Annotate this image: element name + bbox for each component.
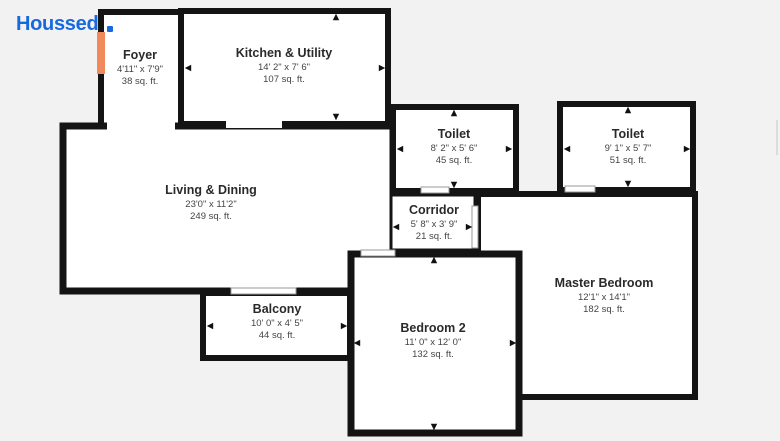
room-area: 51 sq. ft. [609,155,647,166]
room-label-toilet-1: Toilet 8' 2" x 5' 6" 45 sq. ft. [431,127,478,167]
dimension-arrow-icon [430,256,438,264]
room-label-toilet-2: Toilet 9' 1" x 5' 7" 51 sq. ft. [605,127,652,167]
toilet-2-door [564,185,596,193]
room-toilet-2 [557,101,696,193]
dimension-arrow-icon [332,13,340,21]
dimension-arrow-icon [332,113,340,121]
edge-marker [776,120,778,155]
dimension-arrow-icon [505,145,513,153]
dimension-arrow-icon [465,223,473,231]
dimension-arrow-icon [624,180,632,188]
dimension-arrow-icon [184,64,192,72]
entrance-door [97,32,105,74]
room-name: Master Bedroom [554,276,654,290]
master-bedroom-door [471,205,479,249]
room-label-foyer: Foyer 4'11" x 7'9" 38 sq. ft. [117,48,163,88]
room-label-bedroom-2: Bedroom 2 11' 0" x 12' 0" 132 sq. ft. [400,321,465,361]
room-balcony [200,290,353,361]
room-area: 107 sq. ft. [263,74,305,85]
room-dimensions: 12'1" x 14'1" [577,292,631,303]
room-bedroom-2 [347,250,523,437]
dimension-arrow-icon [450,181,458,189]
room-name: Corridor [409,203,459,217]
dimension-arrow-icon [396,145,404,153]
room-name: Kitchen & Utility [235,46,333,60]
room-name: Toilet [437,127,471,141]
dimension-arrow-icon [353,339,361,347]
dimension-arrow-icon [509,339,517,347]
room-name: Foyer [122,48,158,62]
bedroom-2-door [360,249,396,257]
kitchen-opening [226,119,282,128]
room-area: 182 sq. ft. [583,304,625,315]
dimension-arrow-icon [563,145,571,153]
room-dimensions: 9' 1" x 5' 7" [604,143,652,154]
room-dimensions: 8' 2" x 5' 6" [430,143,478,154]
toilet-1-door [420,186,450,194]
foyer-opening [107,122,175,131]
dimension-arrow-icon [206,322,214,330]
room-label-corridor: Corridor 5' 8" x 3' 9" 21 sq. ft. [409,203,459,243]
room-dimensions: 10' 0" x 4' 5" [250,318,304,329]
room-area: 44 sq. ft. [258,330,296,341]
balcony-door [230,287,297,295]
room-name: Living & Dining [165,183,257,197]
brand-logo-icon [107,26,113,32]
room-dimensions: 11' 0" x 12' 0" [404,337,462,348]
room-area: 249 sq. ft. [190,211,232,222]
room-dimensions: 5' 8" x 3' 9" [410,219,458,230]
room-dimensions: 23'0" x 11'2" [185,199,237,210]
room-area: 21 sq. ft. [415,231,453,242]
room-name: Balcony [252,302,302,316]
dimension-arrow-icon [392,223,400,231]
dimension-arrow-icon [624,106,632,114]
room-name: Bedroom 2 [400,321,466,335]
brand-logo[interactable]: Houssed [16,13,99,35]
room-dimensions: 14' 2" x 7' 6" [257,62,311,73]
dimension-arrow-icon [430,423,438,431]
room-area: 45 sq. ft. [435,155,473,166]
room-label-balcony: Balcony 10' 0" x 4' 5" 44 sq. ft. [251,302,303,342]
room-label-master-bedroom: Master Bedroom 12'1" x 14'1" 182 sq. ft. [555,276,654,316]
dimension-arrow-icon [378,64,386,72]
dimension-arrow-icon [450,109,458,117]
room-label-kitchen: Kitchen & Utility 14' 2" x 7' 6" 107 sq.… [236,46,333,86]
room-name: Toilet [611,127,645,141]
room-label-living: Living & Dining 23'0" x 11'2" 249 sq. ft… [165,183,257,223]
dimension-arrow-icon [340,322,348,330]
room-dimensions: 4'11" x 7'9" [116,64,164,75]
room-area: 38 sq. ft. [121,76,159,87]
room-toilet-1 [390,104,519,194]
room-area: 132 sq. ft. [412,349,454,360]
dimension-arrow-icon [683,145,691,153]
